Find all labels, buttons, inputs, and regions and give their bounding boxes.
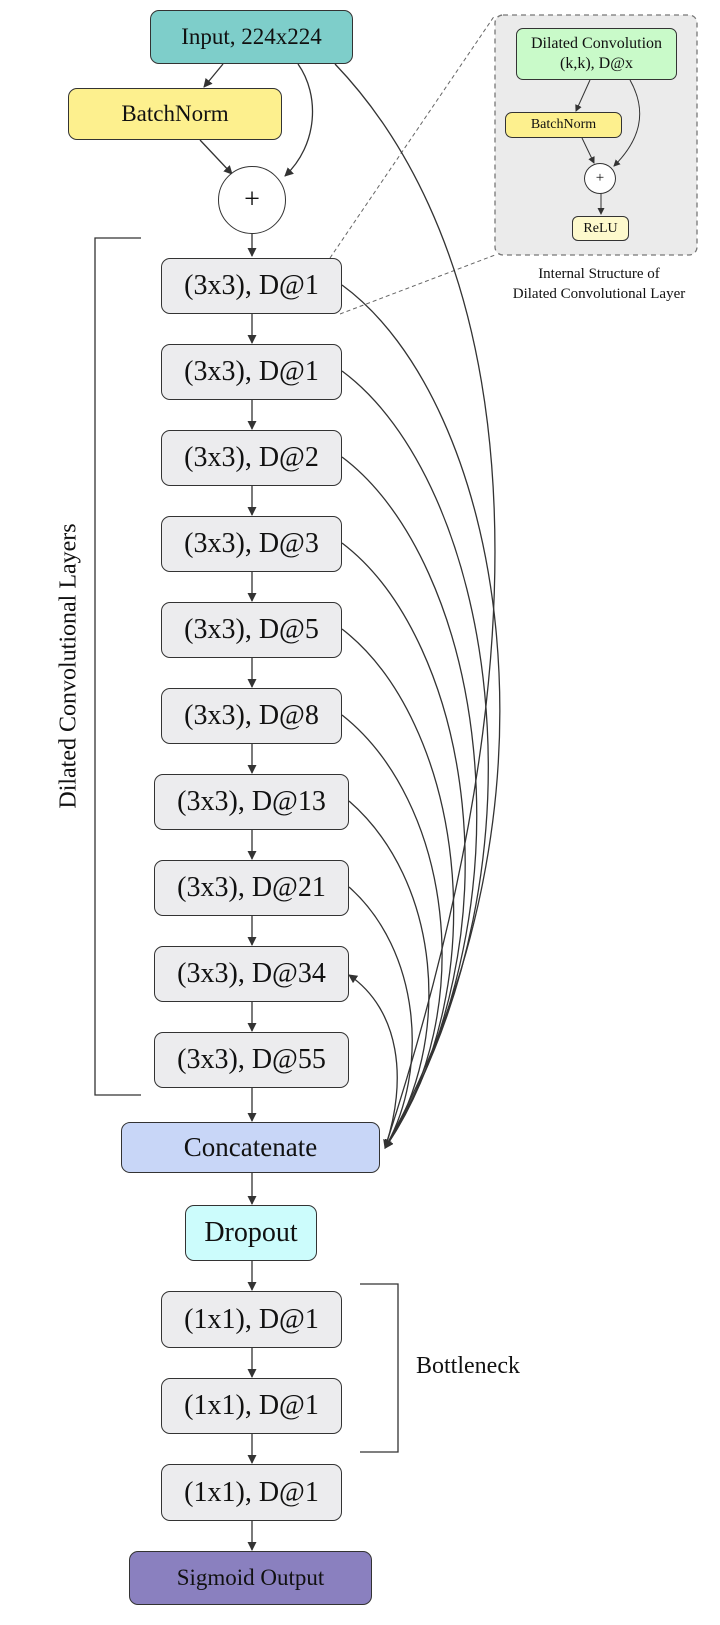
batchnorm-node: BatchNorm: [68, 88, 282, 140]
bottleneck-bracket: [360, 1283, 399, 1453]
zoom-line-top: [329, 14, 496, 259]
dilated-layer-d13: (3x3), D@13: [154, 774, 349, 830]
concatenate-node: Concatenate: [121, 1122, 380, 1173]
dilated-layer-d2: (3x3), D@2: [161, 430, 342, 486]
inset-caption-line1: Internal Structure of: [538, 266, 660, 282]
dilated-layer-d1b: (3x3), D@1: [161, 344, 342, 400]
add-node: +: [218, 166, 286, 234]
bottleneck-label: Bottleneck: [416, 1353, 520, 1379]
inset-batchnorm-node: BatchNorm: [505, 112, 622, 138]
dilated-layers-bracket: [94, 237, 141, 1096]
dilated-layer-d55: (3x3), D@55: [154, 1032, 349, 1088]
inset-conv-params: (k,k), D@x: [560, 55, 633, 72]
zoom-line-bottom: [339, 254, 496, 315]
inset-add-node: +: [584, 163, 616, 194]
dilated-layer-d8: (3x3), D@8: [161, 688, 342, 744]
inset-caption: Internal Structure of Dilated Convolutio…: [494, 264, 704, 304]
inset-dilated-convolution-node: Dilated Convolution (k,k), D@x: [516, 28, 677, 80]
bottleneck-layer-1: (1x1), D@1: [161, 1291, 342, 1348]
bottleneck-layer-2: (1x1), D@1: [161, 1378, 342, 1434]
final-conv-layer: (1x1), D@1: [161, 1464, 342, 1521]
dilated-layers-label: Dilated Convolutional Layers: [55, 523, 82, 809]
inset-relu-node: ReLU: [572, 216, 629, 241]
input-node: Input, 224x224: [150, 10, 353, 64]
dropout-node: Dropout: [185, 1205, 317, 1261]
dilated-layer-d3: (3x3), D@3: [161, 516, 342, 572]
inset-caption-line2: Dilated Convolutional Layer: [512, 286, 686, 302]
dilated-layer-d21: (3x3), D@21: [154, 860, 349, 916]
dilated-layer-d34: (3x3), D@34: [154, 946, 349, 1002]
dilated-layer-d5: (3x3), D@5: [161, 602, 342, 658]
dilated-layer-d1a: (3x3), D@1: [161, 258, 342, 314]
sigmoid-output-node: Sigmoid Output: [129, 1551, 372, 1605]
inset-conv-title: Dilated Convolution: [530, 35, 663, 52]
